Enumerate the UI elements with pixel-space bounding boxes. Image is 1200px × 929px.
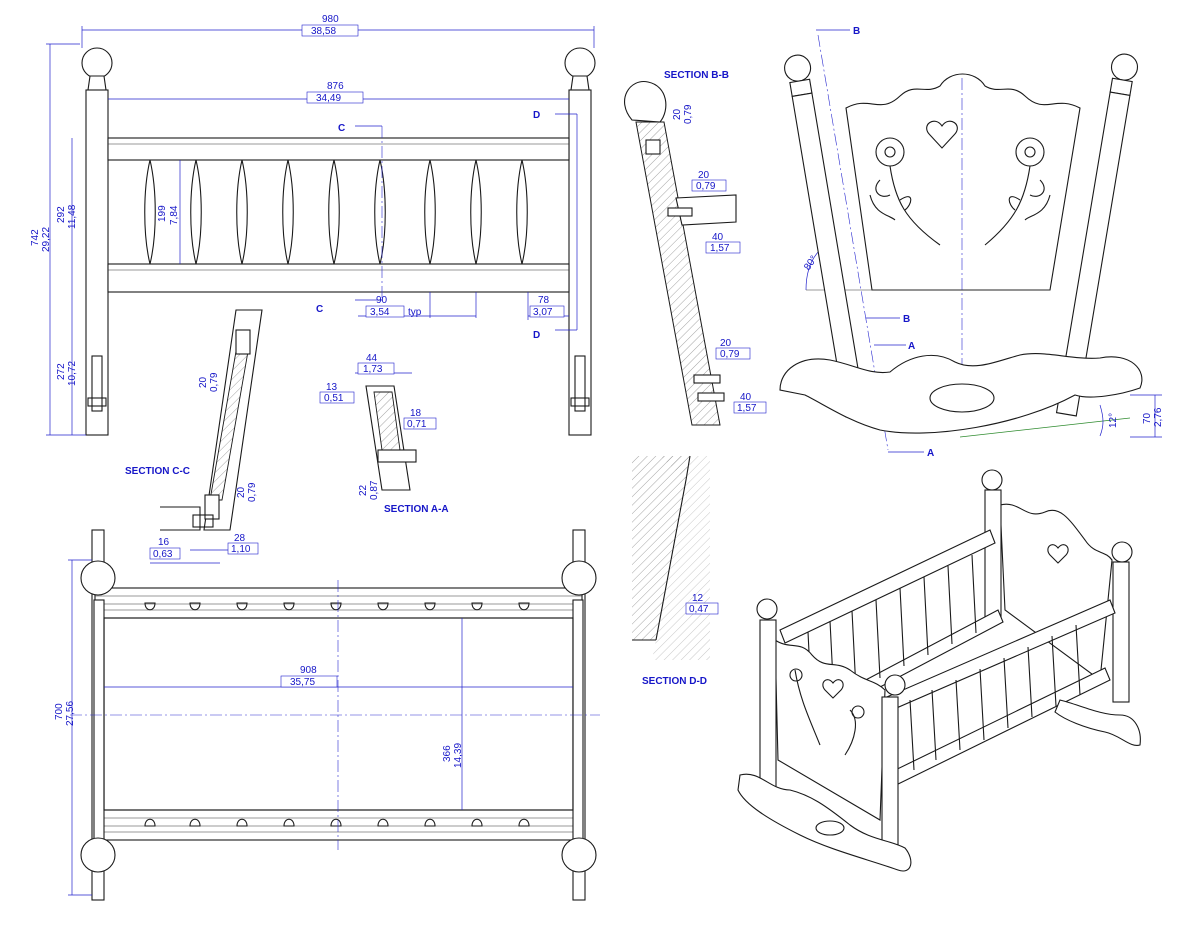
svg-text:0,87: 0,87 [369, 480, 380, 500]
section-mark-d-bottom: D [533, 330, 540, 341]
svg-text:3,07: 3,07 [533, 307, 553, 318]
svg-text:14,39: 14,39 [453, 743, 464, 768]
section-mark-b-bottom: B [903, 314, 910, 325]
end-view: 80° B B A A 12° [779, 26, 1164, 459]
section-aa: 44 1,73 13 0,51 18 0,71 22 0,87 SECTION … [319, 353, 449, 515]
svg-text:1,10: 1,10 [231, 544, 251, 555]
svg-text:20: 20 [698, 170, 710, 181]
svg-text:typ: typ [408, 307, 422, 318]
svg-text:1,57: 1,57 [737, 403, 757, 414]
section-cc: SECTION C-C 20 0,79 20 0,79 16 0,63 28 1… [125, 309, 263, 564]
dim-spindle-spacing: 90 [376, 295, 388, 306]
svg-text:38,58: 38,58 [311, 26, 336, 37]
section-mark-a-bottom: A [927, 448, 934, 459]
section-bb-title: SECTION B-B [664, 70, 729, 81]
svg-text:22: 22 [358, 484, 369, 496]
section-mark-d-top: D [533, 110, 540, 121]
section-mark-b-top: B [853, 26, 860, 37]
flower-carving-right [984, 137, 1051, 246]
left-post [85, 89, 109, 436]
section-dd: 12 0,47 SECTION D-D [632, 455, 719, 687]
section-mark-c-bottom: C [316, 304, 323, 315]
dim-inner-width: 876 [327, 81, 344, 92]
dim-overall-height: 742 [30, 229, 41, 246]
svg-text:0,51: 0,51 [324, 393, 344, 404]
dim-base-height: 272 [56, 363, 67, 380]
svg-text:0,63: 0,63 [153, 549, 173, 560]
flower-carving-left [869, 137, 941, 246]
svg-text:11,48: 11,48 [67, 204, 78, 229]
section-cc-title: SECTION C-C [125, 466, 190, 477]
svg-text:35,75: 35,75 [290, 677, 315, 688]
spindles [144, 159, 528, 265]
dim-overall-width: 980 [322, 14, 339, 25]
svg-text:0,47: 0,47 [689, 604, 709, 615]
rocker [779, 353, 1143, 434]
svg-text:12: 12 [692, 593, 704, 604]
svg-text:0,79: 0,79 [696, 181, 716, 192]
svg-text:0,79: 0,79 [720, 349, 740, 360]
svg-text:0,79: 0,79 [247, 482, 258, 502]
dim-rocker-height: 70 [1142, 412, 1153, 424]
svg-text:3,54: 3,54 [370, 307, 390, 318]
svg-text:7,84: 7,84 [169, 205, 180, 225]
isometric-view [737, 469, 1141, 872]
section-mark-c-top: C [338, 123, 345, 134]
svg-text:0,79: 0,79 [683, 104, 694, 124]
dim-spindle-height: 199 [157, 205, 168, 222]
svg-text:20: 20 [236, 486, 247, 498]
right-post [568, 89, 592, 436]
rocker-handle-hole [929, 383, 995, 413]
svg-text:20: 20 [720, 338, 732, 349]
svg-text:40: 40 [740, 392, 752, 403]
svg-text:18: 18 [410, 408, 422, 419]
dim-overall-depth: 700 [54, 703, 65, 720]
section-dd-title: SECTION D-D [642, 676, 707, 687]
svg-text:2,76: 2,76 [1153, 407, 1164, 427]
section-mark-a-top: A [908, 341, 915, 352]
svg-text:1,57: 1,57 [710, 243, 730, 254]
svg-text:1,73: 1,73 [363, 364, 383, 375]
top-rail [107, 137, 570, 161]
svg-text:0,79: 0,79 [209, 372, 220, 392]
dim-inner-length: 908 [300, 665, 317, 676]
svg-text:0,71: 0,71 [407, 419, 427, 430]
angle-rocker: 12° [1108, 413, 1119, 428]
svg-text:34,49: 34,49 [316, 93, 341, 104]
angle-post: 80° [802, 254, 820, 273]
svg-text:28: 28 [234, 533, 246, 544]
svg-text:27,56: 27,56 [65, 701, 76, 726]
left-finial [81, 47, 113, 79]
bottom-rail [107, 263, 570, 293]
svg-text:16: 16 [158, 537, 170, 548]
svg-text:13: 13 [326, 382, 338, 393]
right-finial [564, 47, 596, 79]
heart-icon [926, 120, 958, 149]
svg-text:40: 40 [712, 232, 724, 243]
plan-view: 700 27,56 908 35,75 366 14,39 [54, 529, 600, 901]
section-aa-title: SECTION A-A [384, 504, 449, 515]
dim-inner-depth: 366 [442, 745, 453, 762]
svg-text:20: 20 [198, 376, 209, 388]
plan-spindles [144, 602, 530, 827]
dim-rail-height: 292 [56, 206, 67, 223]
section-bb: SECTION B-B 20 0,79 20 0,79 40 1,57 20 0… [624, 70, 767, 426]
svg-text:20: 20 [672, 108, 683, 120]
svg-text:44: 44 [366, 353, 378, 364]
svg-text:10,72: 10,72 [67, 361, 78, 386]
front-view: C C D D 980 38,58 876 34,49 742 29,22 29… [30, 14, 596, 436]
svg-text:29,22: 29,22 [41, 227, 52, 252]
dim-post-offset: 78 [538, 295, 550, 306]
